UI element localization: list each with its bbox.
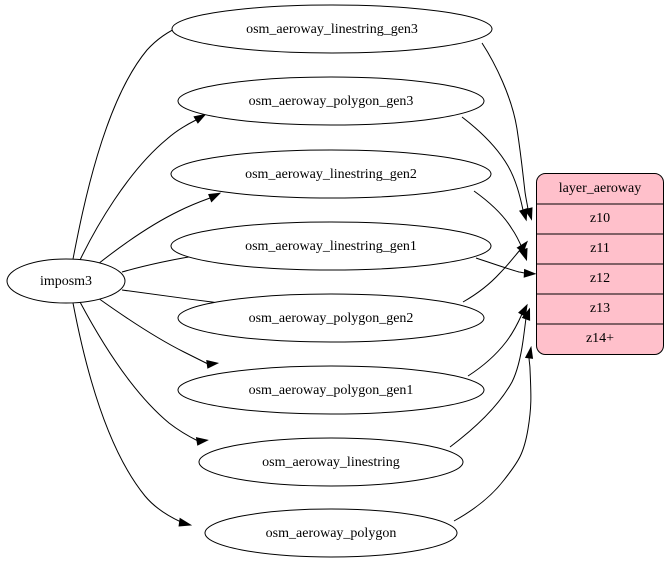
node-osm-aeroway-polygon[interactable]: osm_aeroway_polygon [204, 508, 458, 558]
osm-aeroway-polygon-gen1-label: osm_aeroway_polygon_gen1 [249, 383, 414, 398]
layer-aeroway-row-z13[interactable]: z13 [590, 301, 610, 316]
layer-aeroway-row-z11[interactable]: z11 [590, 241, 610, 256]
osm-aeroway-polygon-gen2-ellipse[interactable] [177, 293, 485, 343]
osm-aeroway-polygon-label: osm_aeroway_polygon [266, 526, 397, 541]
edge-linestring-gen1-to-z12 [475, 257, 537, 278]
osm-aeroway-linestring-gen3-label: osm_aeroway_linestring_gen3 [246, 22, 418, 37]
edge-linestring-to-z13 [449, 307, 531, 448]
node-osm-aeroway-polygon-gen1[interactable]: osm_aeroway_polygon_gen1 [177, 365, 485, 415]
node-osm-aeroway-linestring-gen2[interactable]: osm_aeroway_linestring_gen2 [170, 149, 492, 199]
osm-aeroway-polygon-gen3-label: osm_aeroway_polygon_gen3 [249, 94, 414, 109]
layer-aeroway-row-z12[interactable]: z12 [590, 271, 610, 286]
layer-aeroway-row-z10[interactable]: z10 [590, 211, 610, 226]
node-imposm3[interactable]: imposm3 [6, 258, 126, 304]
osm-aeroway-linestring-gen2-ellipse[interactable] [170, 149, 492, 199]
edge-polygon-gen3-to-z10 [461, 116, 528, 222]
edge-imposm3-to-polygon-gen1 [97, 297, 220, 369]
node-osm-aeroway-linestring[interactable]: osm_aeroway_linestring [198, 437, 464, 487]
node-osm-aeroway-polygon-gen2[interactable]: osm_aeroway_polygon_gen2 [177, 293, 485, 343]
osm-aeroway-linestring-gen2-label: osm_aeroway_linestring_gen2 [245, 167, 417, 182]
imposm3-label: imposm3 [40, 274, 92, 289]
osm-aeroway-linestring-gen3-ellipse[interactable] [171, 4, 493, 54]
edge-imposm3-to-polygon [72, 302, 193, 527]
node-layer-aeroway[interactable]: layer_aeroway z10 z11 z12 z13 z14+ [536, 173, 664, 355]
edge-imposm3-to-linestring-gen3 [72, 21, 192, 260]
node-osm-aeroway-linestring-gen1[interactable]: osm_aeroway_linestring_gen1 [170, 221, 492, 271]
edge-polygon-gen1-to-z13 [467, 303, 528, 377]
osm-aeroway-polygon-gen1-ellipse[interactable] [177, 365, 485, 415]
osm-aeroway-linestring-gen1-ellipse[interactable] [170, 221, 492, 271]
osm-aeroway-linestring-label: osm_aeroway_linestring [262, 455, 400, 470]
osm-aeroway-polygon-gen3-ellipse[interactable] [177, 76, 485, 126]
edge-polygon-to-z14 [453, 345, 534, 522]
edge-group-tables-to-layer [449, 42, 537, 522]
edge-imposm3-to-polygon-gen3 [79, 113, 207, 261]
osm-aeroway-polygon-gen2-label: osm_aeroway_polygon_gen2 [249, 311, 414, 326]
edge-imposm3-to-linestring [79, 301, 209, 446]
edge-polygon-gen2-to-z11 [462, 240, 528, 303]
imposm3-ellipse[interactable] [6, 258, 126, 304]
edge-imposm3-to-linestring-gen2 [97, 192, 222, 265]
edge-linestring-gen3-to-z10 [481, 42, 533, 221]
osm-aeroway-linestring-gen1-label: osm_aeroway_linestring_gen1 [245, 239, 417, 254]
osm-aeroway-polygon-ellipse[interactable] [204, 508, 458, 558]
layer-aeroway-row-z14-plus[interactable]: z14+ [586, 331, 614, 346]
node-osm-aeroway-linestring-gen3[interactable]: osm_aeroway_linestring_gen3 [171, 4, 493, 54]
node-osm-aeroway-polygon-gen3[interactable]: osm_aeroway_polygon_gen3 [177, 76, 485, 126]
layer-aeroway-row-header: layer_aeroway [559, 181, 641, 196]
osm-aeroway-linestring-ellipse[interactable] [198, 437, 464, 487]
